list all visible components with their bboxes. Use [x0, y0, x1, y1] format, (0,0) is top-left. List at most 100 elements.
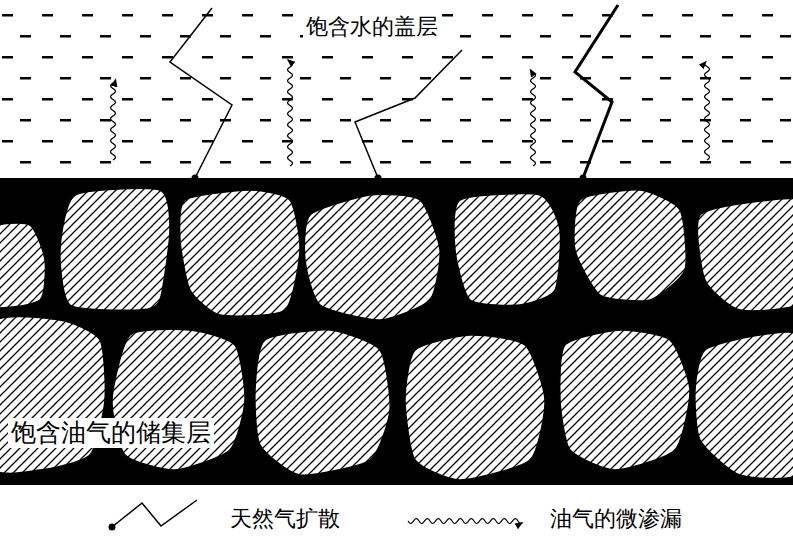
- cap-dash: [60, 77, 71, 80]
- grain-hatch: [0, 223, 45, 308]
- diffusion-origin-dot: [375, 175, 382, 182]
- cap-dash: [442, 140, 453, 143]
- grain-hatch: [255, 330, 390, 475]
- cap-dash: [740, 77, 751, 80]
- grain: [60, 188, 170, 310]
- cap-dash: [380, 77, 391, 80]
- cap-dash: [82, 98, 93, 101]
- cap-dash: [140, 77, 151, 80]
- cap-dash: [682, 56, 693, 59]
- cap-dash: [180, 119, 191, 122]
- cap-dash: [722, 14, 733, 17]
- cap-dash: [322, 98, 333, 101]
- cap-dash: [60, 161, 71, 164]
- cap-dash: [500, 35, 511, 38]
- seepage-arrow: [111, 80, 116, 160]
- cap-dash: [722, 140, 733, 143]
- cap-dash: [722, 98, 733, 101]
- cap-dash: [780, 161, 791, 164]
- gas-diffusion-path: [170, 8, 232, 178]
- cap-dash: [580, 119, 591, 122]
- layer-label: 饱含油气的储集层: [8, 418, 214, 448]
- seepage-arrow: [288, 60, 293, 166]
- cap-dash: [682, 14, 693, 17]
- cap-dash: [20, 35, 31, 38]
- cap-dash: [122, 14, 133, 17]
- cap-dash: [460, 161, 471, 164]
- cap-dash: [602, 56, 613, 59]
- cap-dash: [762, 14, 773, 17]
- cap-dash: [60, 35, 71, 38]
- cap-dash: [602, 140, 613, 143]
- cap-dash: [762, 56, 773, 59]
- cap-dash: [260, 119, 271, 122]
- cap-dash: [402, 140, 413, 143]
- cap-layer-band: 饱含水的盖层: [0, 0, 793, 178]
- cap-dash: [442, 56, 453, 59]
- grain: [574, 190, 686, 301]
- cap-dash: [762, 98, 773, 101]
- grain-hatch: [112, 329, 245, 470]
- grain-hatch: [454, 194, 561, 306]
- cap-dash: [562, 56, 573, 59]
- diffusion-sample-line: [112, 500, 197, 527]
- cap-dash: [442, 98, 453, 101]
- grain-hatch: [60, 188, 170, 310]
- grain: [112, 329, 245, 470]
- cap-dash: [2, 140, 13, 143]
- cap-dash: [500, 119, 511, 122]
- cap-dash: [722, 56, 733, 59]
- grain-hatch: [304, 194, 440, 320]
- grain: [0, 316, 105, 473]
- cap-dash: [540, 119, 551, 122]
- cap-dash: [220, 35, 231, 38]
- cap-dash: [122, 56, 133, 59]
- grain: [454, 194, 561, 306]
- cap-dash: [562, 98, 573, 101]
- cap-dash: [642, 14, 653, 17]
- cap-dash: [540, 77, 551, 80]
- cap-dash: [260, 161, 271, 164]
- cap-dash: [122, 98, 133, 101]
- cap-dash: [282, 56, 293, 59]
- cap-dash: [242, 14, 253, 17]
- cap-dash: [362, 98, 373, 101]
- grain-hatch: [405, 335, 545, 480]
- cap-dash: [82, 56, 93, 59]
- cap-dash: [442, 14, 453, 17]
- cap-dash: [340, 119, 351, 122]
- cap-dash: [20, 119, 31, 122]
- seepage-sample-arrow: [408, 519, 522, 524]
- cap-dash: [562, 14, 573, 17]
- diffusion-sample-dot: [109, 524, 116, 531]
- grain: [255, 330, 390, 475]
- cap-dash: [322, 56, 333, 59]
- grain: [405, 335, 545, 480]
- cap-dash: [162, 56, 173, 59]
- cap-dash: [402, 56, 413, 59]
- cap-dash: [300, 161, 311, 164]
- cap-dash: [20, 77, 31, 80]
- cap-dash: [420, 161, 431, 164]
- cap-dash: [580, 35, 591, 38]
- diffusion-origin-dot: [580, 175, 587, 182]
- cap-dash: [682, 98, 693, 101]
- cap-dash: [42, 98, 53, 101]
- cap-dash: [60, 119, 71, 122]
- cap-dash: [82, 140, 93, 143]
- cap-dash: [282, 14, 293, 17]
- cap-dash: [740, 119, 751, 122]
- cap-dash: [500, 161, 511, 164]
- cap-dash: [780, 77, 791, 80]
- grain: [695, 332, 793, 479]
- cap-dash: [100, 77, 111, 80]
- seepage-arrow: [531, 70, 536, 166]
- cap-dash: [140, 119, 151, 122]
- cap-dash: [620, 35, 631, 38]
- layer-label: 饱含水的盖层: [303, 14, 441, 40]
- cap-dash: [460, 35, 471, 38]
- cap-dash: [340, 77, 351, 80]
- cap-dash: [380, 119, 391, 122]
- legend-label: 天然气扩散: [228, 506, 342, 532]
- cap-dash: [100, 161, 111, 164]
